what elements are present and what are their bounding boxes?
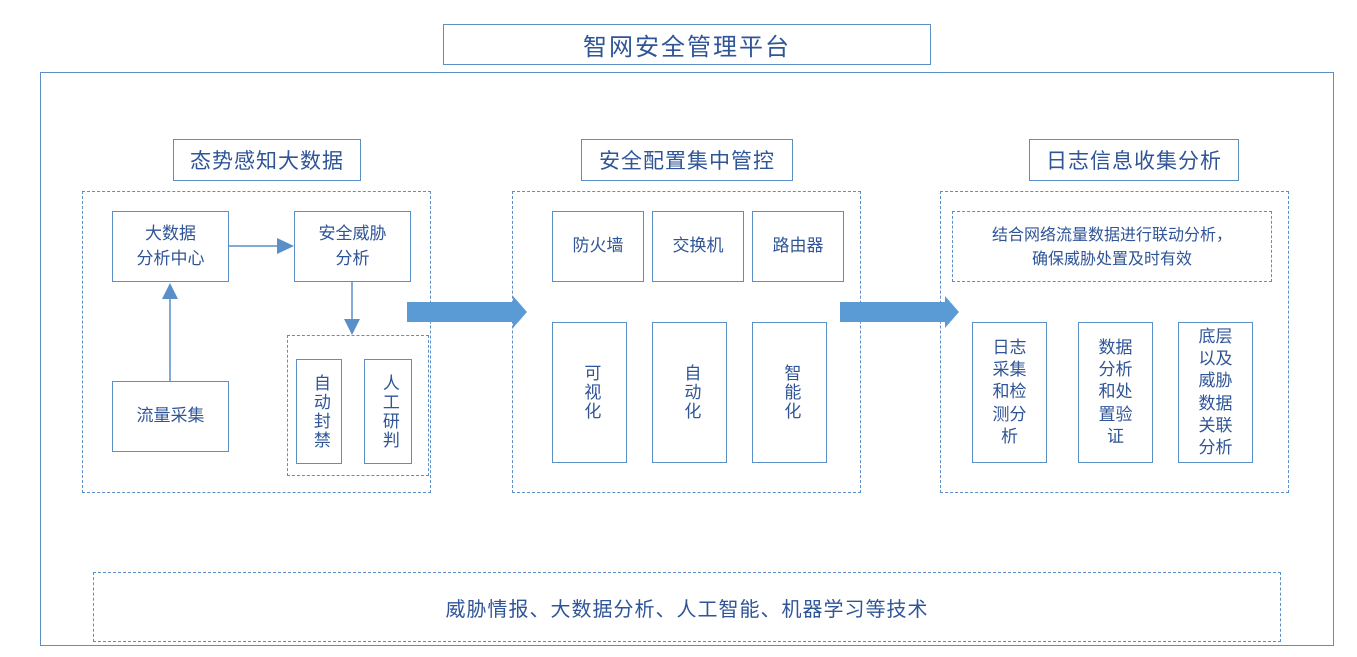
arrow-collect-to-center <box>162 283 178 381</box>
technology-bar: 威胁情报、大数据分析、人工智能、机器学习等技术 <box>93 572 1281 642</box>
platform-title: 智网安全管理平台 <box>443 24 931 65</box>
log-panel <box>940 191 1289 493</box>
block-arrow-situation-to-config <box>407 296 527 328</box>
log-item-1: 日志 采集 和检 测分 析 <box>972 322 1047 463</box>
section-title-log: 日志信息收集分析 <box>1029 139 1239 181</box>
feature-visual: 可视化 <box>552 322 627 463</box>
block-arrow-config-to-log <box>840 296 959 328</box>
situation-panel <box>82 191 431 493</box>
device-router: 路由器 <box>752 211 844 282</box>
device-firewall: 防火墙 <box>552 211 644 282</box>
section-title-situation: 态势感知大数据 <box>173 139 361 181</box>
feature-auto-label: 自动化 <box>680 364 701 421</box>
log-description: 结合网络流量数据进行联动分析， 确保威胁处置及时有效 <box>952 211 1272 282</box>
traffic-collection-box: 流量采集 <box>112 381 229 452</box>
auto-block-label: 自动封禁 <box>309 373 330 450</box>
outer-frame <box>40 72 1334 646</box>
auto-block-box: 自动封禁 <box>296 359 342 464</box>
bigdata-center-box: 大数据 分析中心 <box>112 211 229 282</box>
feature-visual-label: 可视化 <box>580 364 601 421</box>
arrow-threat-to-response <box>344 282 360 335</box>
manual-analysis-box: 人工研判 <box>364 359 412 464</box>
log-item-3: 底层 以及 威胁 数据 关联 分析 <box>1178 322 1253 463</box>
manual-analysis-label: 人工研判 <box>378 373 399 450</box>
threat-analysis-box: 安全威胁 分析 <box>294 211 411 282</box>
log-item-2: 数据 分析 和处 置验 证 <box>1078 322 1153 463</box>
device-switch: 交换机 <box>652 211 744 282</box>
feature-smart-label: 智能化 <box>780 364 801 421</box>
feature-auto: 自动化 <box>652 322 727 463</box>
arrow-center-to-threat <box>229 238 294 254</box>
response-group <box>287 335 429 476</box>
feature-smart: 智能化 <box>752 322 827 463</box>
section-title-config: 安全配置集中管控 <box>581 139 793 181</box>
config-panel <box>512 191 861 493</box>
